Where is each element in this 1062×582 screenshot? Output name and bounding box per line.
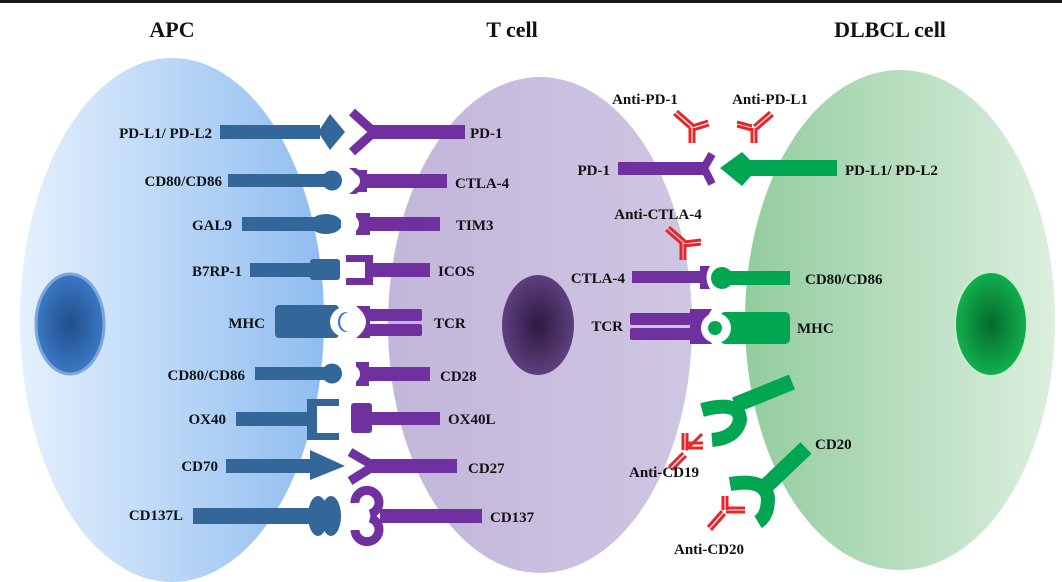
apc-cd80-ligand-2 — [255, 363, 342, 384]
dlbcl-cd20-receptor — [728, 442, 812, 529]
dlbcl-cell — [745, 70, 1055, 570]
dlbcl-pdl1-ligand — [720, 152, 837, 186]
label-cd28-tcell: CD28 — [440, 369, 477, 385]
apc-ox40-ligand — [236, 399, 339, 440]
label-tim3-tcell: TIM3 — [456, 218, 494, 234]
label-anti-cd19: Anti-CD19 — [629, 465, 699, 481]
label-anti-cd20: Anti-CD20 — [674, 542, 744, 558]
apc-cell — [20, 58, 324, 582]
label-pd1-tcell-right: PD-1 — [578, 163, 611, 179]
apc-cd80-ligand — [228, 170, 342, 191]
label-ox40l-tcell: OX40L — [448, 412, 496, 428]
label-ctla4-tcell-right: CTLA-4 — [571, 271, 626, 287]
tcell-tcr-receptor — [340, 306, 422, 338]
label-pd1-tcell: PD-1 — [470, 126, 503, 142]
tcell-cd27-receptor — [347, 448, 457, 485]
tcell-pd1-receptor-right — [618, 152, 716, 186]
tcell-title: T cell — [486, 17, 538, 42]
tcell-icos-receptor — [346, 255, 430, 285]
label-icos-tcell: ICOS — [438, 264, 475, 280]
apc-title: APC — [149, 17, 194, 42]
dlbcl-mhc-ligand — [701, 312, 790, 344]
dlbcl-nucleus — [954, 271, 1028, 377]
label-ctla4-tcell: CTLA-4 — [455, 176, 510, 192]
apc-nucleus — [34, 272, 106, 376]
label-ox40-apc: OX40 — [189, 412, 227, 428]
label-tcr-tcell-right: TCR — [591, 319, 623, 335]
label-cd80-apc: CD80/CD86 — [145, 174, 223, 190]
label-pdl1-apc: PD-L1/ PD-L2 — [119, 126, 212, 142]
label-cd20-dlbcl: CD20 — [815, 437, 852, 453]
label-tcr-tcell: TCR — [434, 316, 466, 332]
tcell-cd137-receptor — [350, 485, 482, 547]
dlbcl-cd19-receptor — [700, 374, 795, 447]
label-mhc-dlbcl: MHC — [797, 321, 834, 337]
label-cd137-tcell: CD137 — [490, 510, 535, 526]
label-anti-ctla4: Anti-CTLA-4 — [614, 207, 702, 223]
anti-cd19-antibody-icon — [667, 432, 704, 472]
tcell-tim3-receptor — [341, 213, 440, 235]
apc-pdl1-ligand — [220, 114, 345, 150]
label-gal9-apc: GAL9 — [192, 218, 232, 234]
tcell-nucleus — [502, 275, 574, 375]
anti-pd1-antibody-icon — [673, 109, 710, 143]
dlbcl-cd80-ligand — [711, 267, 790, 289]
label-anti-pd1: Anti-PD-1 — [612, 92, 678, 108]
tcell-cd28-receptor — [342, 362, 430, 386]
anti-ctla4-antibody-icon — [665, 225, 702, 260]
apc-cd70-ligand — [226, 450, 345, 480]
apc-b7rp1-ligand — [250, 259, 340, 280]
label-cd70-apc: CD70 — [181, 459, 218, 475]
label-b7rp1-apc: B7RP-1 — [192, 264, 242, 280]
label-anti-pdl1: Anti-PD-L1 — [732, 92, 808, 108]
anti-pdl1-antibody-icon — [736, 110, 774, 143]
tcell-ctla4-receptor — [344, 168, 447, 194]
tcell-ox40l-receptor — [351, 403, 440, 433]
label-cd80-apc-2: CD80/CD86 — [168, 368, 246, 384]
dlbcl-title: DLBCL cell — [834, 17, 946, 42]
label-cd137l-apc: CD137L — [129, 508, 183, 524]
label-cd80-dlbcl: CD80/CD86 — [805, 272, 883, 288]
anti-cd20-antibody-icon — [706, 496, 745, 531]
tcell-pd1-receptor — [348, 108, 465, 156]
label-cd27-tcell: CD27 — [468, 461, 505, 477]
apc-cd137l-ligand — [193, 496, 341, 536]
top-border — [0, 0, 1062, 3]
label-mhc-apc: MHC — [228, 316, 265, 332]
label-pdl1-dlbcl: PD-L1/ PD-L2 — [845, 163, 938, 179]
apc-gal9-ligand — [242, 214, 342, 234]
tcell-ctla4-receptor-right — [632, 266, 710, 289]
